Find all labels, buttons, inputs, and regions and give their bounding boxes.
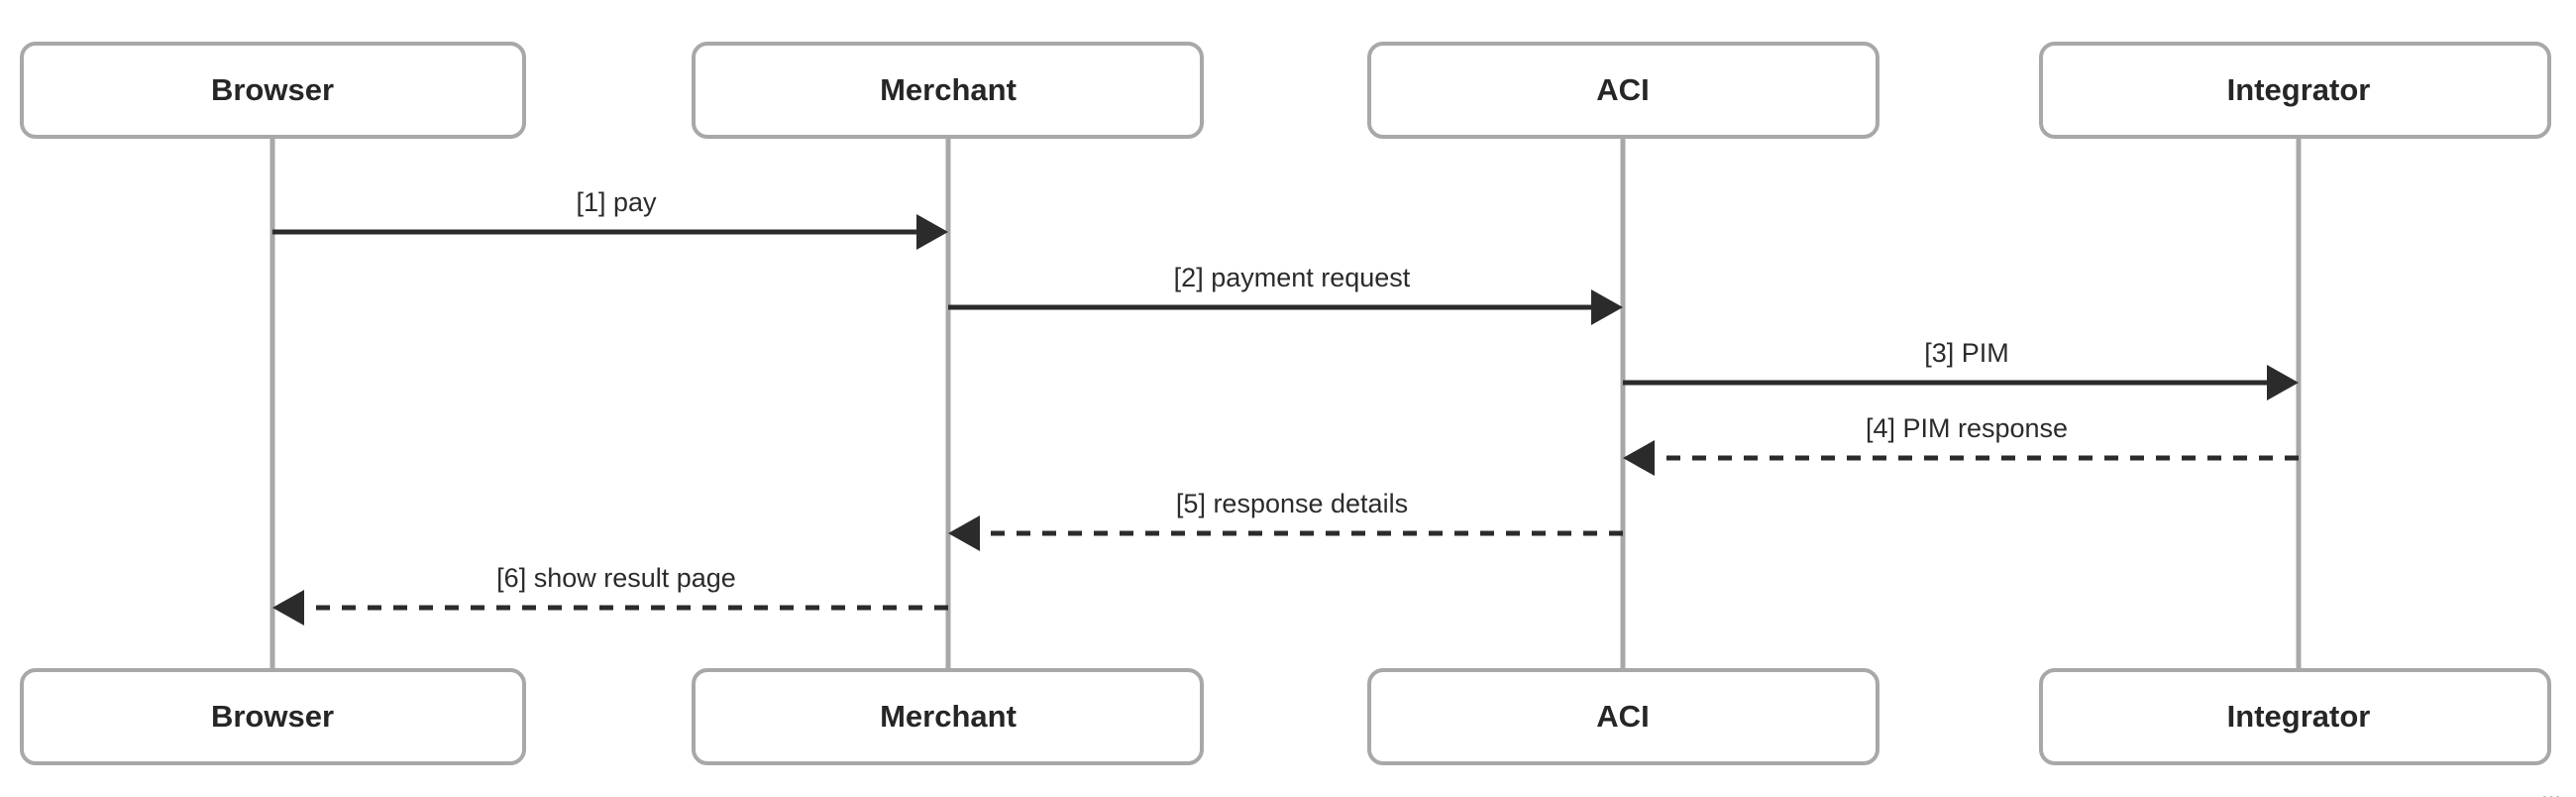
participants-bottom: Browser Merchant ACI Integrator bbox=[20, 668, 2551, 765]
footer-artifact-text: ... bbox=[2541, 778, 2561, 797]
message-4-arrowhead bbox=[1623, 440, 1655, 476]
participant-rect bbox=[20, 42, 526, 139]
participant-box-integrator-bottom[interactable]: Integrator bbox=[2039, 668, 2551, 765]
participant-box-aci-top[interactable]: ACI bbox=[1367, 42, 1879, 139]
messages-layer: [1] pay [2] payment request [3] PIM [4] … bbox=[272, 187, 2299, 626]
message-2-arrowhead bbox=[1591, 289, 1623, 325]
message-3-label: [3] PIM bbox=[1924, 338, 2009, 368]
participant-box-aci-bottom[interactable]: ACI bbox=[1367, 668, 1879, 765]
message-1-pay[interactable]: [1] pay bbox=[272, 187, 948, 250]
participant-rect bbox=[2039, 42, 2551, 139]
participant-rect bbox=[1367, 668, 1879, 765]
participant-label-aci-top: ACI bbox=[1596, 72, 1649, 107]
message-5-response-details[interactable]: [5] response details bbox=[948, 489, 1623, 551]
message-6-label: [6] show result page bbox=[496, 563, 736, 593]
message-3-arrowhead bbox=[2267, 365, 2299, 400]
participant-label-browser-bottom: Browser bbox=[211, 699, 334, 734]
message-5-label: [5] response details bbox=[1176, 489, 1408, 518]
participant-rect bbox=[692, 668, 1204, 765]
message-3-pim[interactable]: [3] PIM bbox=[1623, 338, 2299, 400]
message-4-pim-response[interactable]: [4] PIM response bbox=[1623, 413, 2299, 476]
participant-rect bbox=[1367, 42, 1879, 139]
message-6-arrowhead bbox=[272, 590, 304, 626]
message-6-show-result-page[interactable]: [6] show result page bbox=[272, 563, 948, 626]
participant-rect bbox=[692, 42, 1204, 139]
participant-box-browser-bottom[interactable]: Browser bbox=[20, 668, 526, 765]
participant-box-merchant-top[interactable]: Merchant bbox=[692, 42, 1204, 139]
message-1-arrowhead bbox=[916, 214, 948, 250]
participant-rect bbox=[20, 668, 526, 765]
participant-rect bbox=[2039, 668, 2551, 765]
participants-top: Browser Merchant ACI Integrator bbox=[20, 42, 2551, 139]
participant-box-integrator-top[interactable]: Integrator bbox=[2039, 42, 2551, 139]
participant-label-merchant-bottom: Merchant bbox=[880, 699, 1017, 734]
participant-box-browser-top[interactable]: Browser bbox=[20, 42, 526, 139]
message-1-label: [1] pay bbox=[576, 187, 657, 217]
participant-label-integrator-top: Integrator bbox=[2227, 72, 2371, 107]
participant-label-integrator-bottom: Integrator bbox=[2227, 699, 2371, 734]
participant-box-merchant-bottom[interactable]: Merchant bbox=[692, 668, 1204, 765]
participant-label-merchant-top: Merchant bbox=[880, 72, 1017, 107]
participant-label-browser-top: Browser bbox=[211, 72, 334, 107]
message-2-label: [2] payment request bbox=[1174, 263, 1411, 292]
participant-label-aci-bottom: ACI bbox=[1596, 699, 1649, 734]
message-5-arrowhead bbox=[948, 515, 980, 551]
lifelines-layer bbox=[269, 137, 2302, 670]
message-2-payment-request[interactable]: [2] payment request bbox=[948, 263, 1623, 325]
message-4-label: [4] PIM response bbox=[1866, 413, 2068, 443]
